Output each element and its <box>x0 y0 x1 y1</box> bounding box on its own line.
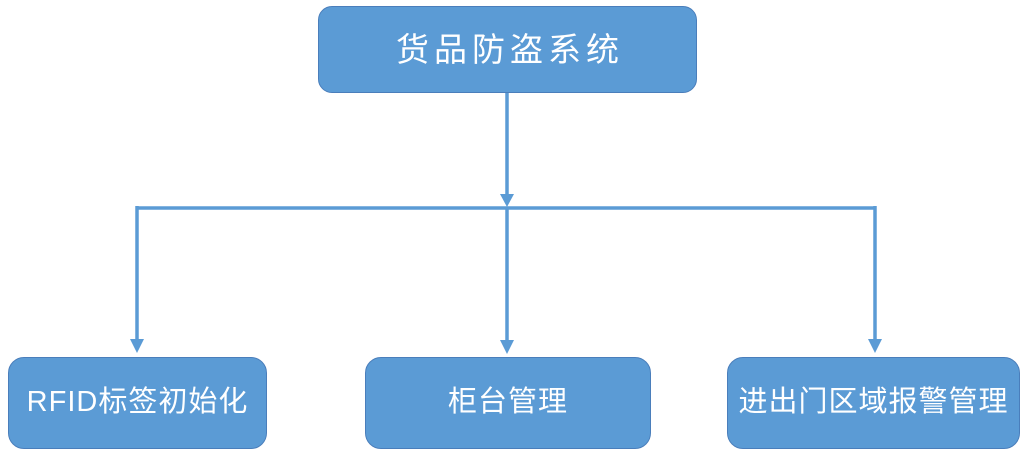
node-rfid-tag-initialization: RFID标签初始化 <box>8 357 267 449</box>
arrowhead-right <box>868 339 882 353</box>
node-entry-exit-area-alarm-management: 进出门区域报警管理 <box>727 357 1020 449</box>
arrowhead-center <box>500 340 514 354</box>
node-counter-management: 柜台管理 <box>365 357 651 449</box>
arrowhead-root-stem <box>500 194 514 207</box>
arrowhead-left <box>130 339 144 353</box>
node-root-goods-antitheft-system: 货品防盗系统 <box>318 6 697 93</box>
